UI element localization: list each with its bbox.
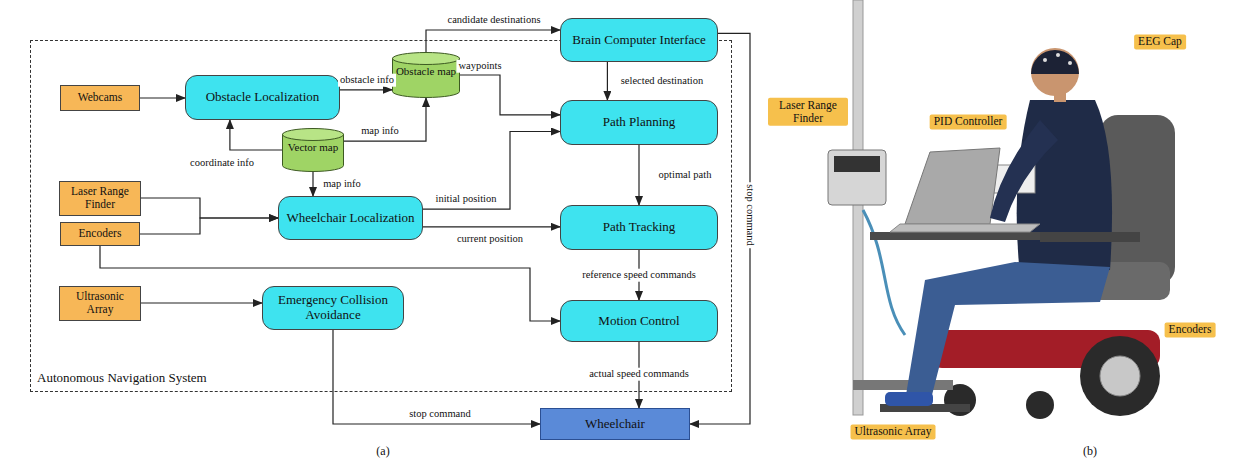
mount-pole xyxy=(853,0,863,415)
jeans xyxy=(906,262,1110,395)
wheel-hub xyxy=(1100,356,1140,396)
laptop-base xyxy=(890,224,1040,232)
connector-arrow xyxy=(344,98,426,141)
node-text: Brain Computer Interface xyxy=(572,33,706,48)
sensor-box: Ultrasonic Array xyxy=(59,286,141,321)
node-text: Webcams xyxy=(78,91,122,104)
edge-label: selected destination xyxy=(619,75,706,88)
caster-wheel xyxy=(1026,391,1054,419)
process-box: Path Planning xyxy=(560,100,718,145)
process-box: Motion Control xyxy=(560,300,718,342)
system-boundary: Autonomous Navigation System Webcams Obsta… xyxy=(30,40,732,392)
node-text: Laser Range Finder xyxy=(63,185,137,211)
connector-arrow xyxy=(460,75,560,115)
edge-label: waypoints xyxy=(456,60,503,73)
node-text: Path Tracking xyxy=(603,220,676,235)
edge-label: stop command xyxy=(407,408,473,421)
laser-window xyxy=(834,156,880,172)
edge-label: coordinate info xyxy=(188,157,256,170)
node-text: Ultrasonic Array xyxy=(63,290,137,316)
edge-label: stop command xyxy=(744,182,757,248)
node-text: Emergency Collision Avoidance xyxy=(268,293,398,323)
boundary-title: Autonomous Navigation System xyxy=(37,370,207,386)
connector-arrow xyxy=(312,172,313,196)
process-box: Wheelchair Localization xyxy=(278,196,423,240)
tray xyxy=(870,232,1040,240)
electrode xyxy=(1043,58,1047,62)
connector-arrow xyxy=(423,132,560,210)
sensor-box: Laser Range Finder xyxy=(59,181,141,216)
process-box: Obstacle Localization xyxy=(185,75,340,120)
node-text: Obstacle map xyxy=(396,65,456,78)
connector-arrow xyxy=(638,145,639,205)
armrest xyxy=(1040,232,1140,242)
laser-scanner xyxy=(828,150,886,205)
eeg-cap xyxy=(1031,50,1079,74)
node-text: Encoders xyxy=(79,227,122,240)
connector-arrow xyxy=(423,226,560,227)
connector-arrow xyxy=(230,120,282,150)
node-text: Vector map xyxy=(288,141,338,154)
photo-callout: Encoders xyxy=(1165,322,1216,337)
head xyxy=(1031,48,1079,96)
photo-callout: EEG Cap xyxy=(1134,34,1186,49)
edge-label: map info xyxy=(359,125,401,138)
edge-label: optimal path xyxy=(657,169,714,182)
sensor-box: Encoders xyxy=(60,222,140,246)
laptop-screen xyxy=(905,148,1000,224)
photo-callout: Ultrasonic Array xyxy=(851,424,936,439)
node-text: Wheelchair Localization xyxy=(286,211,414,226)
connector-arrow xyxy=(141,198,278,218)
connector-arrow xyxy=(333,330,540,424)
connector-arrow xyxy=(607,62,608,100)
node-text: Path Planning xyxy=(603,115,676,130)
data-store: Obstacle map xyxy=(392,52,460,98)
connector-arrow xyxy=(141,302,262,303)
connector-arrow xyxy=(340,89,392,90)
process-box: Emergency Collision Avoidance xyxy=(262,286,404,330)
drive-wheel xyxy=(1080,336,1160,416)
subfigure-label: (a) xyxy=(376,444,389,459)
arm xyxy=(990,120,1058,222)
subfigure-label: (b) xyxy=(1083,444,1097,459)
connector-arrow xyxy=(426,30,560,52)
data-store: Vector map xyxy=(282,128,344,172)
edge-label: reference speed commands xyxy=(580,269,698,282)
cylinder-top xyxy=(393,53,460,65)
cylinder-top xyxy=(283,129,344,141)
process-box: Brain Computer Interface xyxy=(560,18,718,62)
edge-label: actual speed commands xyxy=(587,368,691,381)
photo-callout: Laser Range Finder xyxy=(768,98,848,126)
electrode xyxy=(1056,53,1060,57)
node-text: Motion Control xyxy=(598,314,679,329)
electrode xyxy=(1068,61,1072,65)
connector-arrow xyxy=(140,218,278,234)
process-box: Path Tracking xyxy=(560,205,718,250)
edge-label: candidate destinations xyxy=(445,14,542,27)
edge-label: map info xyxy=(321,178,363,191)
connector-arrow xyxy=(140,97,185,98)
shoe xyxy=(885,392,933,406)
photo-callout: PID Controller xyxy=(930,114,1007,129)
node-text: Wheelchair xyxy=(585,417,645,432)
edge-label: initial position xyxy=(434,193,499,206)
sensor-box: Webcams xyxy=(60,85,140,111)
edge-label: current position xyxy=(455,233,525,246)
node-text: Obstacle Localization xyxy=(206,90,320,105)
sensor-bar xyxy=(853,380,953,390)
output-box: Wheelchair xyxy=(540,408,690,440)
edge-label: obstacle info xyxy=(338,74,396,87)
